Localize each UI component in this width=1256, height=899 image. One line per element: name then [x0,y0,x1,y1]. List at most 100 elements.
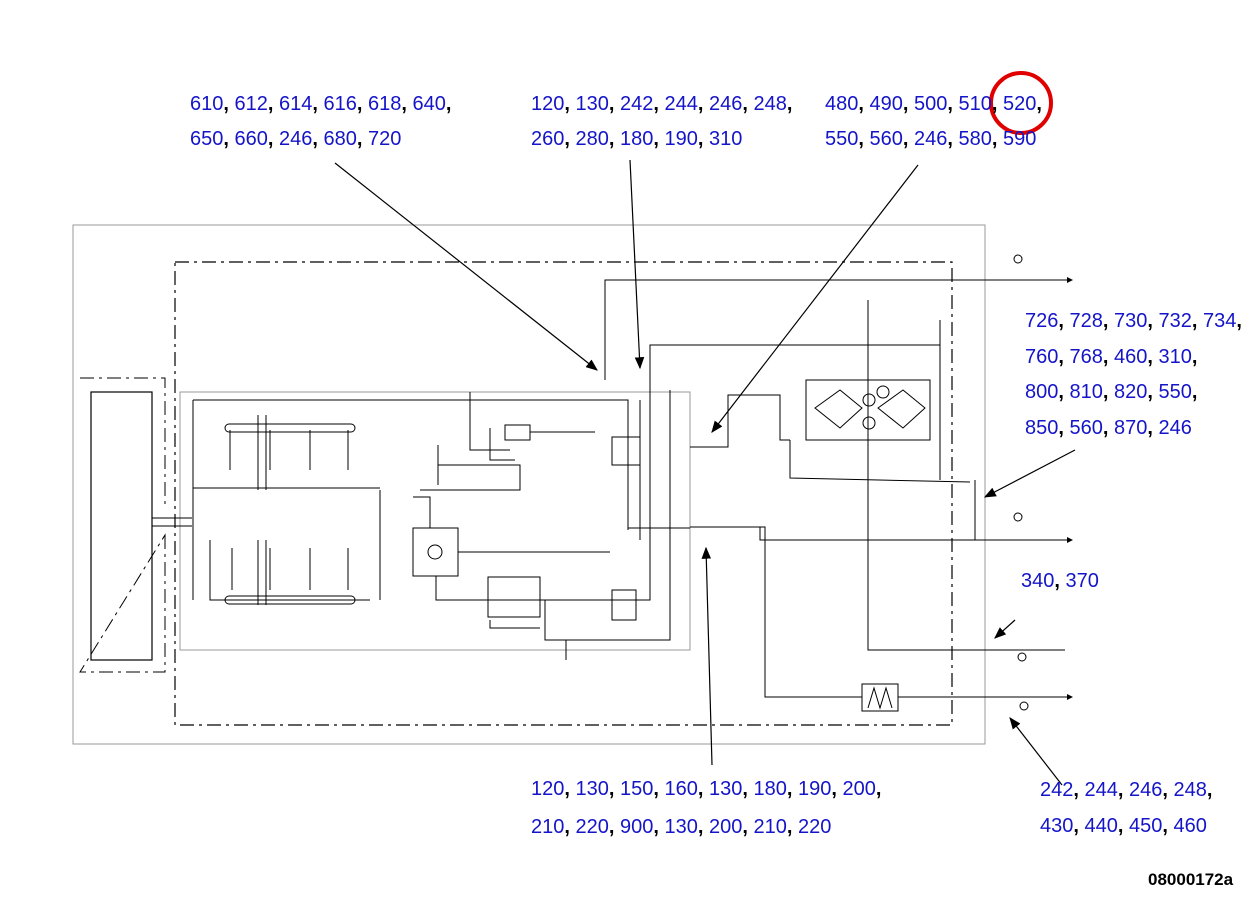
separator: , [742,93,754,115]
item-number: 190 [798,778,832,800]
item-number: 680 [323,128,357,150]
separator: , [1147,381,1159,403]
separator: , [742,778,754,800]
item-number: 610 [190,93,224,115]
item-number: 130 [575,778,609,800]
separator: , [1054,570,1066,592]
callout-line: 850, 560, 870, 246 [1025,416,1242,452]
callout-right-upper: 726, 728, 730, 732, 734, 760, 768, 460, … [1025,309,1242,451]
separator: , [1206,779,1213,801]
item-number: 510 [958,93,992,115]
item-number: 242 [620,93,654,115]
separator: , [786,778,798,800]
item-number: 220 [575,816,609,838]
separator: , [356,93,368,115]
item-number: 490 [869,93,903,115]
separator: , [902,128,914,150]
callout-line: 726, 728, 730, 732, 734, [1025,309,1242,345]
separator: , [1147,416,1159,439]
item-number: 590 [1003,128,1037,150]
separator: , [1058,416,1070,439]
item-number: 480 [825,93,859,115]
callout-line: 800, 810, 820, 550, [1025,380,1242,416]
item-number: 210 [531,816,565,838]
callout-line: 210, 220, 900, 130, 200, 210, 220 [531,815,881,853]
item-number: 246 [1158,416,1192,439]
separator: , [991,128,1003,150]
separator: , [1191,345,1198,368]
item-number: 248 [1173,779,1207,801]
callout-right-middle: 340, 370 [1021,569,1099,604]
separator: , [312,93,324,115]
item-number: 550 [1158,381,1192,403]
item-number: 120 [531,778,565,800]
separator: , [267,128,279,150]
separator: , [401,93,413,115]
piping [192,279,1065,712]
item-number: 210 [753,816,787,838]
item-number: 730 [1114,310,1148,332]
separator: , [1147,310,1159,332]
item-number: 616 [323,93,357,115]
separator: , [1191,381,1198,403]
item-number: 246 [1129,779,1163,801]
separator: , [742,816,754,838]
callout-line: 480, 490, 500, 510, 520, [825,92,1042,127]
separator: , [356,128,368,150]
separator: , [653,778,665,800]
separator: , [1058,310,1070,332]
item-number: 160 [664,778,698,800]
item-number: 200 [709,816,743,838]
outlet-arrows [1013,254,1073,711]
callout-line: 120, 130, 242, 244, 246, 248, [531,92,792,127]
item-number: 244 [1084,779,1118,801]
separator: , [786,93,793,115]
item-number: 614 [279,93,313,115]
item-number: 720 [368,128,402,150]
separator: , [902,93,914,115]
item-number: 246 [914,128,948,150]
separator: , [1102,416,1114,439]
separator: , [564,778,576,800]
callout-leaders [334,159,1076,786]
separator: , [1147,345,1159,368]
item-number: 200 [842,778,876,800]
separator: , [1102,381,1114,403]
callout-top-middle: 120, 130, 242, 244, 246, 248, 260, 280, … [531,92,792,162]
item-number: 260 [531,128,565,150]
separator: , [653,128,665,150]
item-number: 248 [753,93,787,115]
callout-top-left: 610, 612, 614, 616, 618, 640, 650, 660, … [190,92,451,162]
item-number: 180 [753,778,787,800]
separator: , [223,128,235,150]
separator: , [786,816,798,838]
item-number: 370 [1065,570,1099,592]
callout-line: 760, 768, 460, 310, [1025,345,1242,381]
separator: , [267,93,279,115]
highlight-circle [989,71,1053,135]
item-number: 820 [1114,381,1148,403]
separator: , [1036,93,1042,115]
item-number: 244 [664,93,698,115]
separator: , [858,93,870,115]
item-number: 760 [1025,345,1059,368]
callout-line: 430, 440, 450, 460 [1040,814,1212,850]
item-number: 726 [1025,310,1059,332]
item-number: 768 [1069,345,1103,368]
item-number: 850 [1025,416,1059,439]
item-number: 120 [531,93,565,115]
separator: , [1058,345,1070,368]
separator: , [564,128,576,150]
item-number: 450 [1129,815,1163,837]
separator: , [608,778,620,800]
item-number: 220 [798,816,832,838]
item-number: 310 [1158,345,1192,368]
separator: , [947,128,959,150]
separator: , [991,93,1003,115]
separator: , [223,93,235,115]
item-number: 340 [1021,570,1055,592]
separator: , [445,93,452,115]
separator: , [858,128,870,150]
item-number: 430 [1040,815,1074,837]
